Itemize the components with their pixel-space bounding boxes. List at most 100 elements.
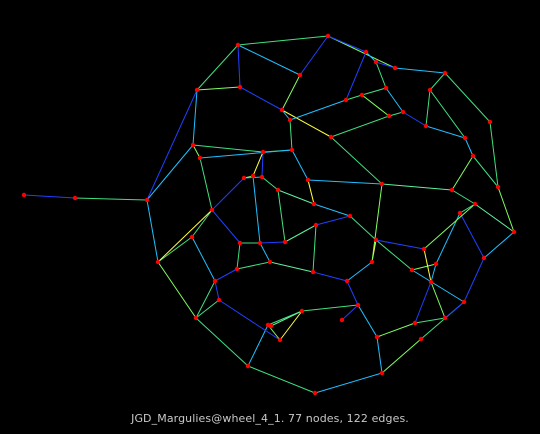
graph-edge bbox=[314, 372, 383, 394]
graph-edge bbox=[414, 317, 446, 324]
graph-node bbox=[359, 92, 365, 98]
graph-edge bbox=[281, 109, 332, 138]
graph-edge bbox=[237, 44, 241, 88]
graph-node bbox=[305, 177, 311, 183]
graph-node bbox=[383, 85, 389, 91]
graph-edge bbox=[349, 215, 377, 241]
graph-edge bbox=[489, 121, 499, 188]
graph-edge bbox=[361, 87, 387, 96]
graph-node bbox=[442, 70, 448, 76]
graph-node bbox=[194, 87, 200, 93]
graph-node bbox=[386, 113, 392, 119]
graph-edge bbox=[211, 209, 241, 244]
graph-node bbox=[237, 84, 243, 90]
graph-edges bbox=[23, 35, 515, 394]
graph-node bbox=[325, 33, 331, 39]
graph-edge bbox=[376, 336, 383, 374]
graph-node bbox=[343, 97, 349, 103]
graph-edge bbox=[312, 271, 348, 282]
graph-edge bbox=[261, 176, 279, 191]
graph-edge bbox=[199, 157, 213, 211]
graph-node bbox=[234, 266, 240, 272]
graph-edge bbox=[157, 236, 193, 263]
graph-node bbox=[299, 308, 305, 314]
graph-node bbox=[310, 269, 316, 275]
graph-node bbox=[216, 297, 222, 303]
graph-edge bbox=[195, 317, 249, 367]
graph-edge bbox=[312, 224, 317, 273]
graph-node bbox=[344, 278, 350, 284]
graph-node bbox=[355, 302, 361, 308]
graph-edge bbox=[289, 99, 347, 121]
graph-edge bbox=[425, 89, 431, 127]
graph-node bbox=[457, 210, 463, 216]
graph-node bbox=[470, 153, 476, 159]
graph-edge bbox=[474, 203, 515, 233]
graph-edge bbox=[270, 310, 303, 327]
graph-edge bbox=[214, 268, 238, 282]
graph-edge bbox=[146, 89, 198, 201]
graph-edge bbox=[191, 236, 216, 282]
graph-node bbox=[72, 195, 78, 201]
graph-edge bbox=[281, 74, 301, 111]
graph-edge bbox=[192, 89, 198, 146]
graph-node bbox=[282, 239, 288, 245]
graph-edge bbox=[402, 111, 427, 127]
graph-edge bbox=[425, 125, 466, 139]
graph-node bbox=[155, 259, 161, 265]
graph-node bbox=[312, 390, 318, 396]
graph-node bbox=[427, 87, 433, 93]
graph-node bbox=[449, 187, 455, 193]
graph-edge bbox=[196, 86, 241, 91]
graph-edge bbox=[218, 299, 281, 341]
graph-node bbox=[373, 59, 379, 65]
graph-edge bbox=[307, 179, 383, 185]
graph-edge bbox=[463, 257, 485, 303]
graph-edge bbox=[444, 301, 465, 319]
graph-edge bbox=[381, 183, 453, 191]
graph-edge bbox=[192, 144, 264, 153]
graph-node bbox=[495, 184, 501, 190]
graph-edge bbox=[464, 137, 474, 157]
graph-edge bbox=[411, 263, 437, 271]
graph-node bbox=[428, 279, 434, 285]
graph-edge bbox=[195, 280, 216, 319]
graph-edge bbox=[299, 35, 329, 76]
graph-node bbox=[347, 213, 353, 219]
graph-node bbox=[392, 65, 398, 71]
graph-edge bbox=[315, 215, 351, 226]
graph-edge bbox=[191, 209, 213, 238]
graph-edge bbox=[365, 51, 377, 63]
graph-edge bbox=[346, 261, 373, 282]
graph-edge bbox=[459, 203, 476, 214]
graph-edge bbox=[357, 304, 378, 338]
graph-edge bbox=[444, 72, 491, 123]
graph-edge bbox=[375, 61, 396, 69]
graph-edge bbox=[247, 365, 316, 394]
graph-node bbox=[190, 142, 196, 148]
graph-node bbox=[267, 259, 273, 265]
graph-edge bbox=[214, 280, 220, 301]
graph-node bbox=[421, 246, 427, 252]
graph-edge bbox=[301, 304, 359, 312]
graph-node bbox=[268, 323, 274, 329]
graph-node bbox=[209, 207, 215, 213]
graph-edge bbox=[429, 89, 466, 139]
graph-node bbox=[250, 173, 256, 179]
graph-edge bbox=[430, 281, 446, 319]
graph-edge bbox=[430, 263, 437, 283]
graph-edge bbox=[375, 239, 425, 250]
graph-edge bbox=[277, 189, 286, 243]
graph-node bbox=[259, 174, 265, 180]
graph-node bbox=[257, 240, 263, 246]
graph-edge bbox=[388, 111, 404, 117]
graph-edge bbox=[423, 203, 476, 250]
graph-edge bbox=[192, 144, 201, 159]
graph-node bbox=[462, 135, 468, 141]
graph-node bbox=[369, 259, 375, 265]
graph-node bbox=[423, 123, 429, 129]
graph-edge bbox=[259, 242, 271, 263]
graph-node bbox=[245, 363, 251, 369]
graph-node bbox=[442, 315, 448, 321]
